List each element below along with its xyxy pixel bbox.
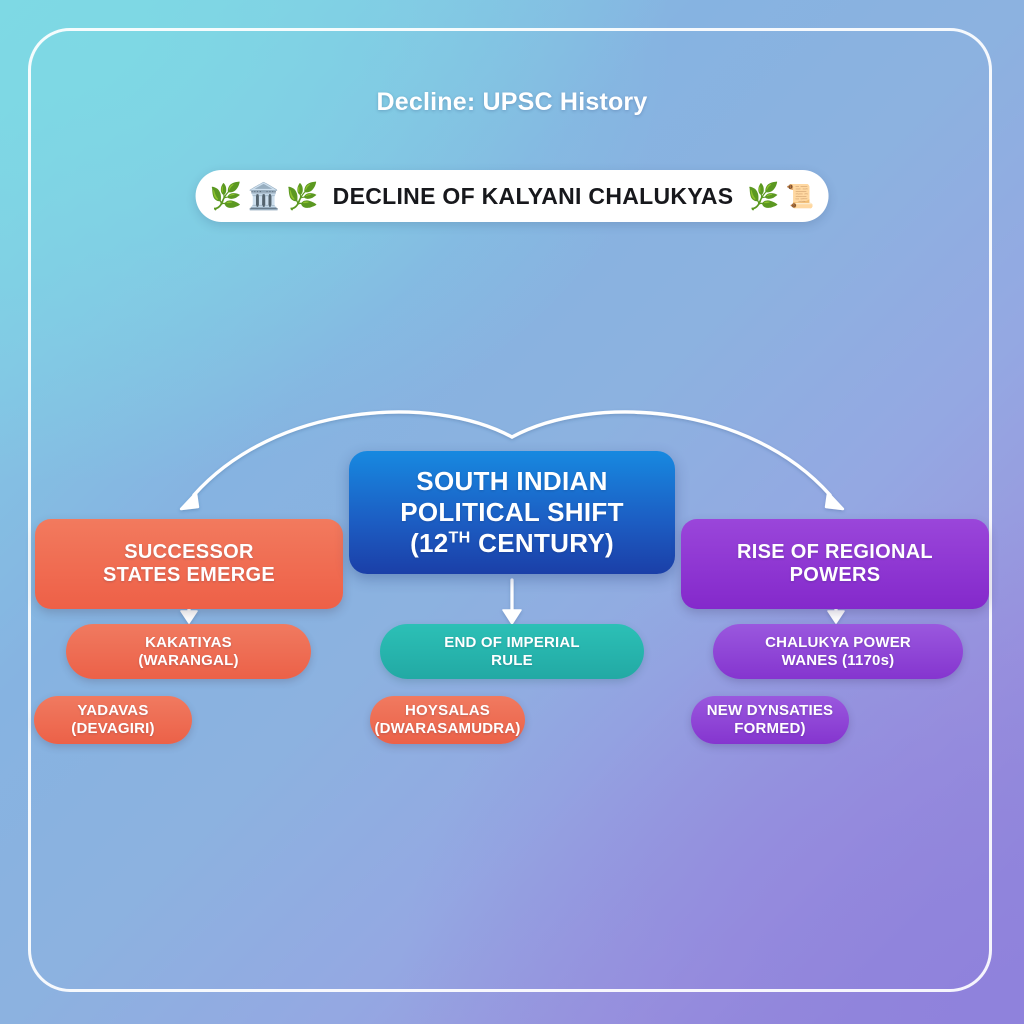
pill-kakatiyas-line1: KAKATIYAS [145,633,232,651]
node-south-indian-political-shift[interactable]: SOUTH INDIAN POLITICAL SHIFT (12TH CENTU… [349,451,675,574]
scroll-icon: 📜 [785,182,815,209]
herb-laurel-icon-right: 🌿 [747,181,780,211]
node-center-line3-superscript: TH [448,528,471,547]
pill-hoysalas-line1: HOYSALAS [405,702,490,719]
pill-chalukya-wanes-line2: WANES (1170s) [781,651,895,669]
curved-arrow-right-head [824,491,845,511]
pill-new-dynasties-formed[interactable]: NEW DYNSATIES FORMED) [691,696,849,744]
pill-hoysalas-dwarasamudra[interactable]: HOYSALAS (DWARASAMUDRA) [370,696,525,744]
pill-kakatiyas-line2: (WARANGAL) [138,651,239,669]
curved-arrow-left-head [179,491,200,511]
title-banner: 🌿 🏛️ 🌿 DECLINE OF KALYANI CHALUKYAS 🌿 📜 [195,170,829,222]
pill-chalukya-wanes-line1: CHALUKYA POWER [765,633,911,651]
pill-yadavas-line1: YADAVAS [77,702,149,719]
node-successor-states[interactable]: SUCCESSOR STATES EMERGE [35,519,343,609]
page-title: DECLINE OF KALYANI CHALUKYAS [332,182,734,209]
node-regional-powers-line1: RISE OF REGIONAL [737,540,933,563]
classical-building-icon: 🏛️ [247,181,281,211]
down-arrow-center-head [502,609,522,625]
pill-new-dynasties-line1: NEW DYNSATIES [706,702,834,719]
pill-imperial-rule-line1: END OF IMPERIAL [444,633,580,651]
pill-kakatiyas-warangal[interactable]: KAKATIYAS (WARANGAL) [66,624,311,679]
node-successor-states-line1: SUCCESSOR [124,540,254,563]
node-center-line3-suffix: CENTURY) [470,528,614,559]
node-successor-states-line2: STATES EMERGE [102,564,276,586]
node-regional-powers-line2: POWERS [789,564,881,586]
herb-laurel-icon-left-2: 🌿 [286,181,319,211]
node-center-line2: POLITICAL SHIFT [400,496,624,527]
node-center-line3-prefix: (12 [410,528,449,559]
down-arrow-right-head [827,610,845,624]
pill-new-dynasties-line2: FORMED) [734,720,806,737]
pill-yadavas-line2: (DEVAGIRI) [71,720,155,737]
pill-chalukya-power-wanes[interactable]: CHALUKYA POWER WANES (1170s) [713,624,963,679]
pill-end-of-imperial-rule[interactable]: END OF IMPERIAL RULE [380,624,644,679]
node-center-line1: SOUTH INDIAN [416,465,608,496]
node-rise-of-regional-powers[interactable]: RISE OF REGIONAL POWERS [681,519,989,609]
herb-laurel-icon-left: 🌿 [209,181,242,211]
down-arrow-left-head [180,610,198,624]
pill-imperial-rule-line2: RULE [491,651,533,669]
page-kicker: Decline: UPSC History [376,88,648,116]
pill-yadavas-devagiri[interactable]: YADAVAS (DEVAGIRI) [34,696,192,744]
pill-hoysalas-line2: (DWARASAMUDRA) [374,720,521,737]
